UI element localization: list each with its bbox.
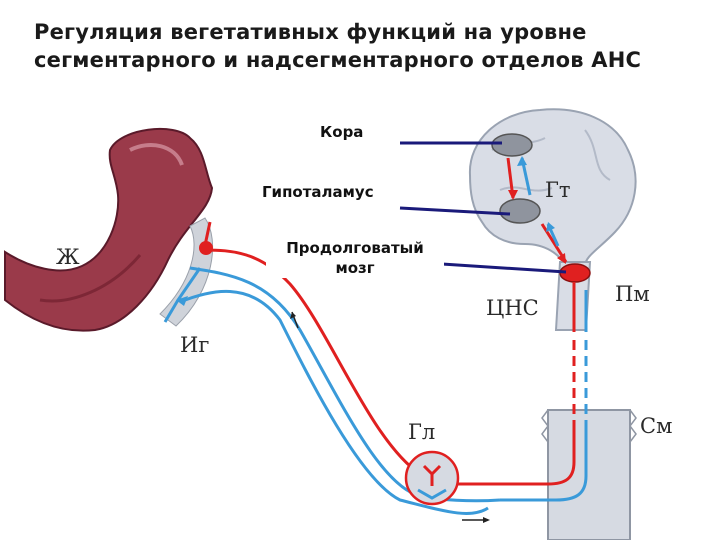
letter-ganglion: Гл <box>408 420 435 444</box>
cortex-nucleus <box>492 134 532 156</box>
spinal-cord-segment <box>542 410 636 540</box>
letter-stomach: Ж <box>56 245 80 269</box>
letter-cns: ЦНС <box>486 296 539 320</box>
label-cortex: Кора <box>320 122 363 142</box>
letter-spinal-cord: См <box>640 414 672 438</box>
label-hypothalamus: Гипоталамус <box>262 182 374 202</box>
letter-intramural-ganglion: Иг <box>180 333 209 357</box>
hypothalamus-nucleus <box>500 199 540 223</box>
label-medulla-line-2: мозг <box>266 258 444 278</box>
efferent-neuron-body <box>199 241 213 255</box>
letter-medulla-short: Пм <box>615 282 650 306</box>
label-medulla-line-1: Продолговатый <box>266 238 444 258</box>
letter-hypothalamus-short: Гт <box>545 178 571 202</box>
label-medulla: Продолговатый мозг <box>266 238 444 278</box>
